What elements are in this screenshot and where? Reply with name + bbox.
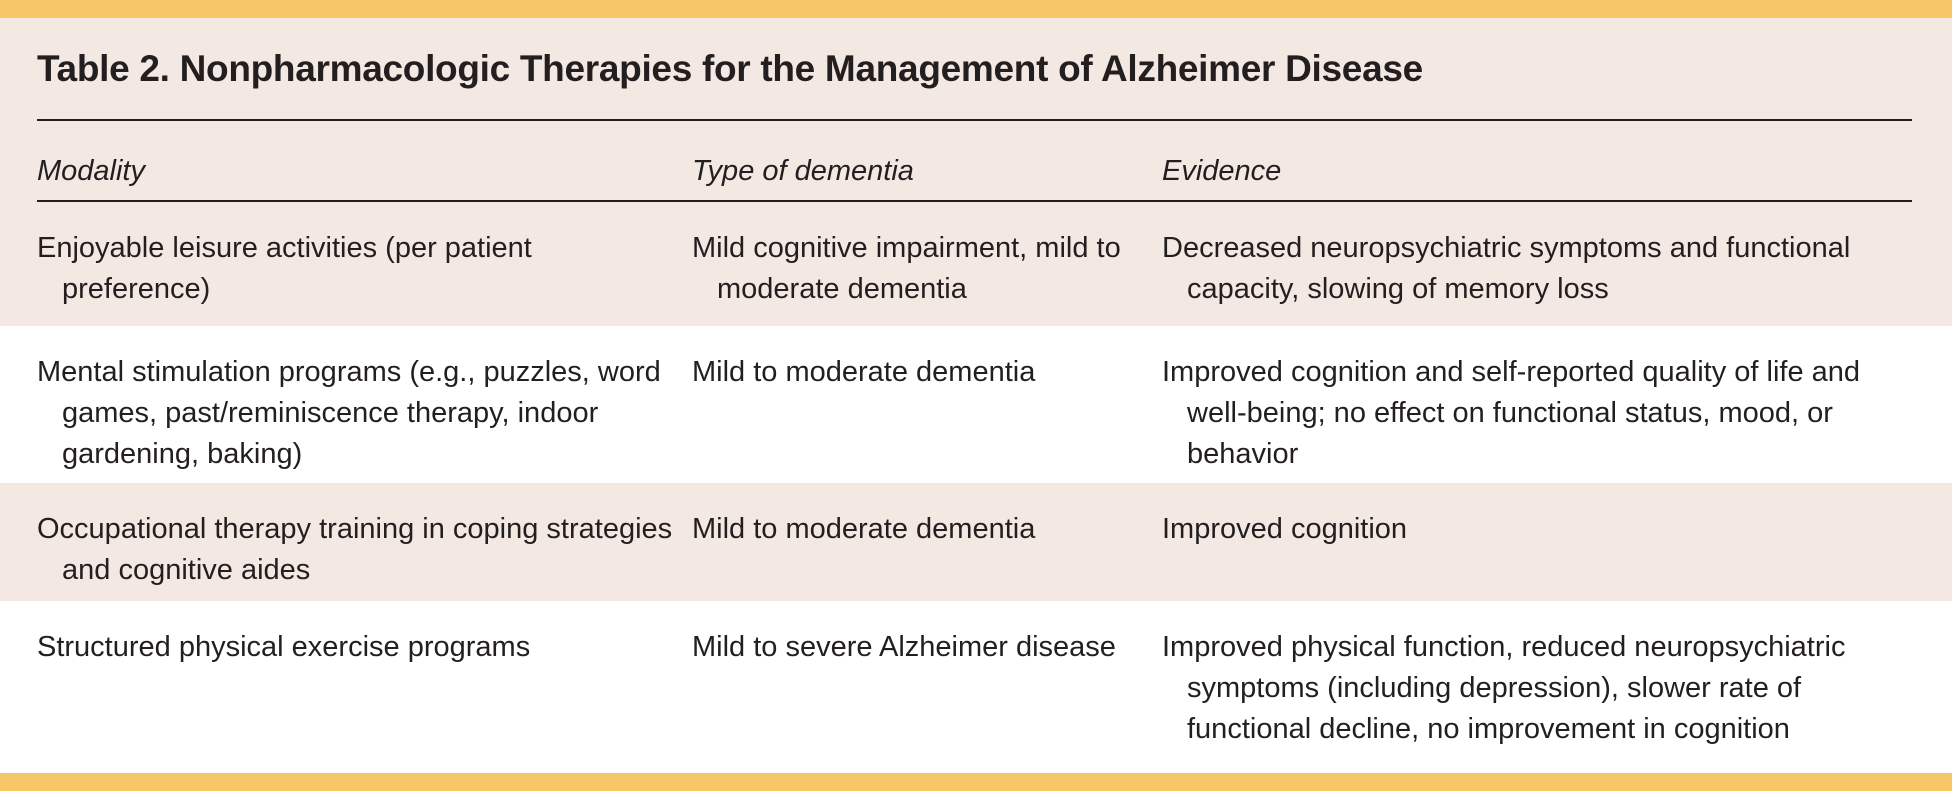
column-header-modality: Modality [37,155,145,187]
table-header-area [0,18,1952,202]
header-rule [37,200,1912,202]
table-row: Occupational therapy training in coping … [0,483,1952,601]
cell-type: Mild to severe Alzheimer disease [692,631,1116,663]
cell-modality: Enjoyable leisure activities (per patien… [37,232,532,305]
cell-type: Mild to moderate dementia [692,513,1036,545]
bottom-accent-bar [0,773,1952,791]
cell-type: Mild to moderate dementia [692,356,1036,388]
cell-type: Mild cognitive impairment, mild to moder… [692,232,1121,305]
cell-modality: Structured physical exercise programs [37,631,531,663]
cell-evidence: Decreased neuropsychiatric symptoms and … [1162,232,1851,305]
column-header-evidence: Evidence [1162,155,1282,187]
title-rule [37,119,1912,121]
cell-evidence: Improved physical function, reduced neur… [1162,631,1846,745]
cell-evidence: Improved cognition [1162,513,1408,545]
cell-modality: Occupational therapy training in coping … [37,513,673,586]
table-row: Enjoyable leisure activities (per patien… [0,202,1952,326]
cell-modality: Mental stimulation programs (e.g., puzzl… [37,356,661,470]
table-row: Structured physical exercise programs Mi… [0,601,1952,773]
column-header-type: Type of dementia [692,155,914,187]
table-row: Mental stimulation programs (e.g., puzzl… [0,326,1952,483]
cell-evidence: Improved cognition and self-reported qua… [1162,356,1861,470]
table-title: Table 2. Nonpharmacologic Therapies for … [37,48,1423,89]
top-accent-bar [0,0,1952,18]
